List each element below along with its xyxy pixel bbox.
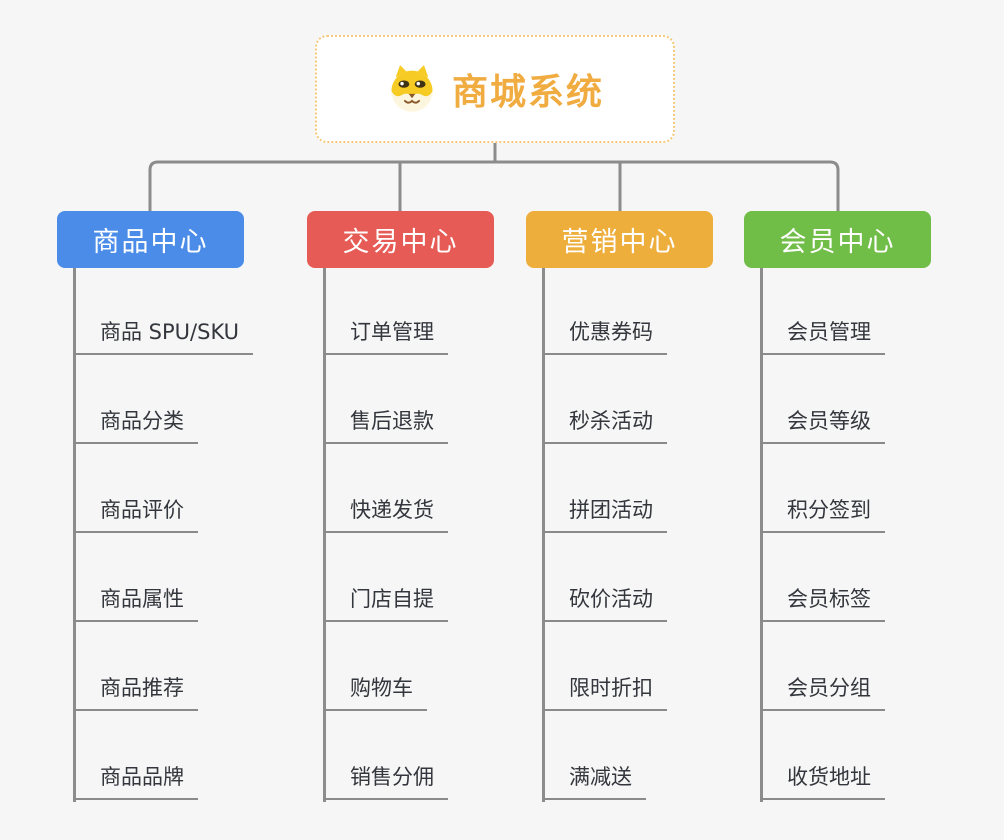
- leaf-node[interactable]: 会员分组: [760, 673, 885, 711]
- leaf-node[interactable]: 秒杀活动: [542, 406, 667, 444]
- branch-header-trade-center[interactable]: 交易中心: [307, 211, 494, 268]
- branch-trunk-line: [542, 268, 545, 802]
- leaf-node[interactable]: 商品分类: [73, 406, 198, 444]
- branch-column-product-center: 商品 SPU/SKU 商品分类 商品评价 商品属性 商品推荐 商品品牌: [73, 268, 323, 813]
- leaf-node[interactable]: 会员等级: [760, 406, 885, 444]
- leaf-node[interactable]: 购物车: [323, 673, 427, 711]
- branch-trunk-line: [73, 268, 76, 802]
- leaf-node[interactable]: 会员管理: [760, 317, 885, 355]
- root-node-mall-system[interactable]: 商城系统: [315, 35, 675, 143]
- leaf-node[interactable]: 售后退款: [323, 406, 448, 444]
- leaf-node[interactable]: 砍价活动: [542, 584, 667, 622]
- branch-header-label: 交易中心: [342, 227, 459, 258]
- branch-trunk-line: [760, 268, 763, 802]
- branch-trunk-line: [323, 268, 326, 802]
- branch-header-marketing-center[interactable]: 营销中心: [526, 211, 713, 268]
- leaf-node[interactable]: 限时折扣: [542, 673, 667, 711]
- leaf-node[interactable]: 商品 SPU/SKU: [73, 317, 254, 355]
- branch-header-label: 营销中心: [561, 227, 678, 258]
- leaf-node[interactable]: 订单管理: [323, 317, 448, 355]
- leaf-node[interactable]: 商品属性: [73, 584, 198, 622]
- shiba-dog-icon: [391, 65, 433, 112]
- leaf-node[interactable]: 商品评价: [73, 495, 198, 533]
- leaf-node[interactable]: 积分签到: [760, 495, 885, 533]
- leaf-node[interactable]: 商品品牌: [73, 762, 198, 800]
- leaf-node[interactable]: 收货地址: [760, 762, 885, 800]
- branch-header-member-center[interactable]: 会员中心: [744, 211, 931, 268]
- root-title: 商城系统: [451, 72, 604, 113]
- leaf-node[interactable]: 商品推荐: [73, 673, 198, 711]
- leaf-node[interactable]: 销售分佣: [323, 762, 448, 800]
- branch-header-product-center[interactable]: 商品中心: [57, 211, 244, 268]
- branch-column-trade-center: 订单管理 售后退款 快递发货 门店自提 购物车 销售分佣: [323, 268, 573, 813]
- leaf-node[interactable]: 优惠券码: [542, 317, 667, 355]
- leaf-node[interactable]: 快递发货: [323, 495, 448, 533]
- branch-column-marketing-center: 优惠券码 秒杀活动 拼团活动 砍价活动 限时折扣 满减送: [542, 268, 792, 813]
- leaf-node[interactable]: 门店自提: [323, 584, 448, 622]
- leaf-node[interactable]: 拼团活动: [542, 495, 667, 533]
- branch-header-label: 会员中心: [779, 227, 896, 258]
- leaf-node[interactable]: 满减送: [542, 762, 646, 800]
- branch-header-label: 商品中心: [92, 227, 209, 258]
- leaf-node[interactable]: 会员标签: [760, 584, 885, 622]
- branch-column-member-center: 会员管理 会员等级 积分签到 会员标签 会员分组 收货地址: [760, 268, 1004, 813]
